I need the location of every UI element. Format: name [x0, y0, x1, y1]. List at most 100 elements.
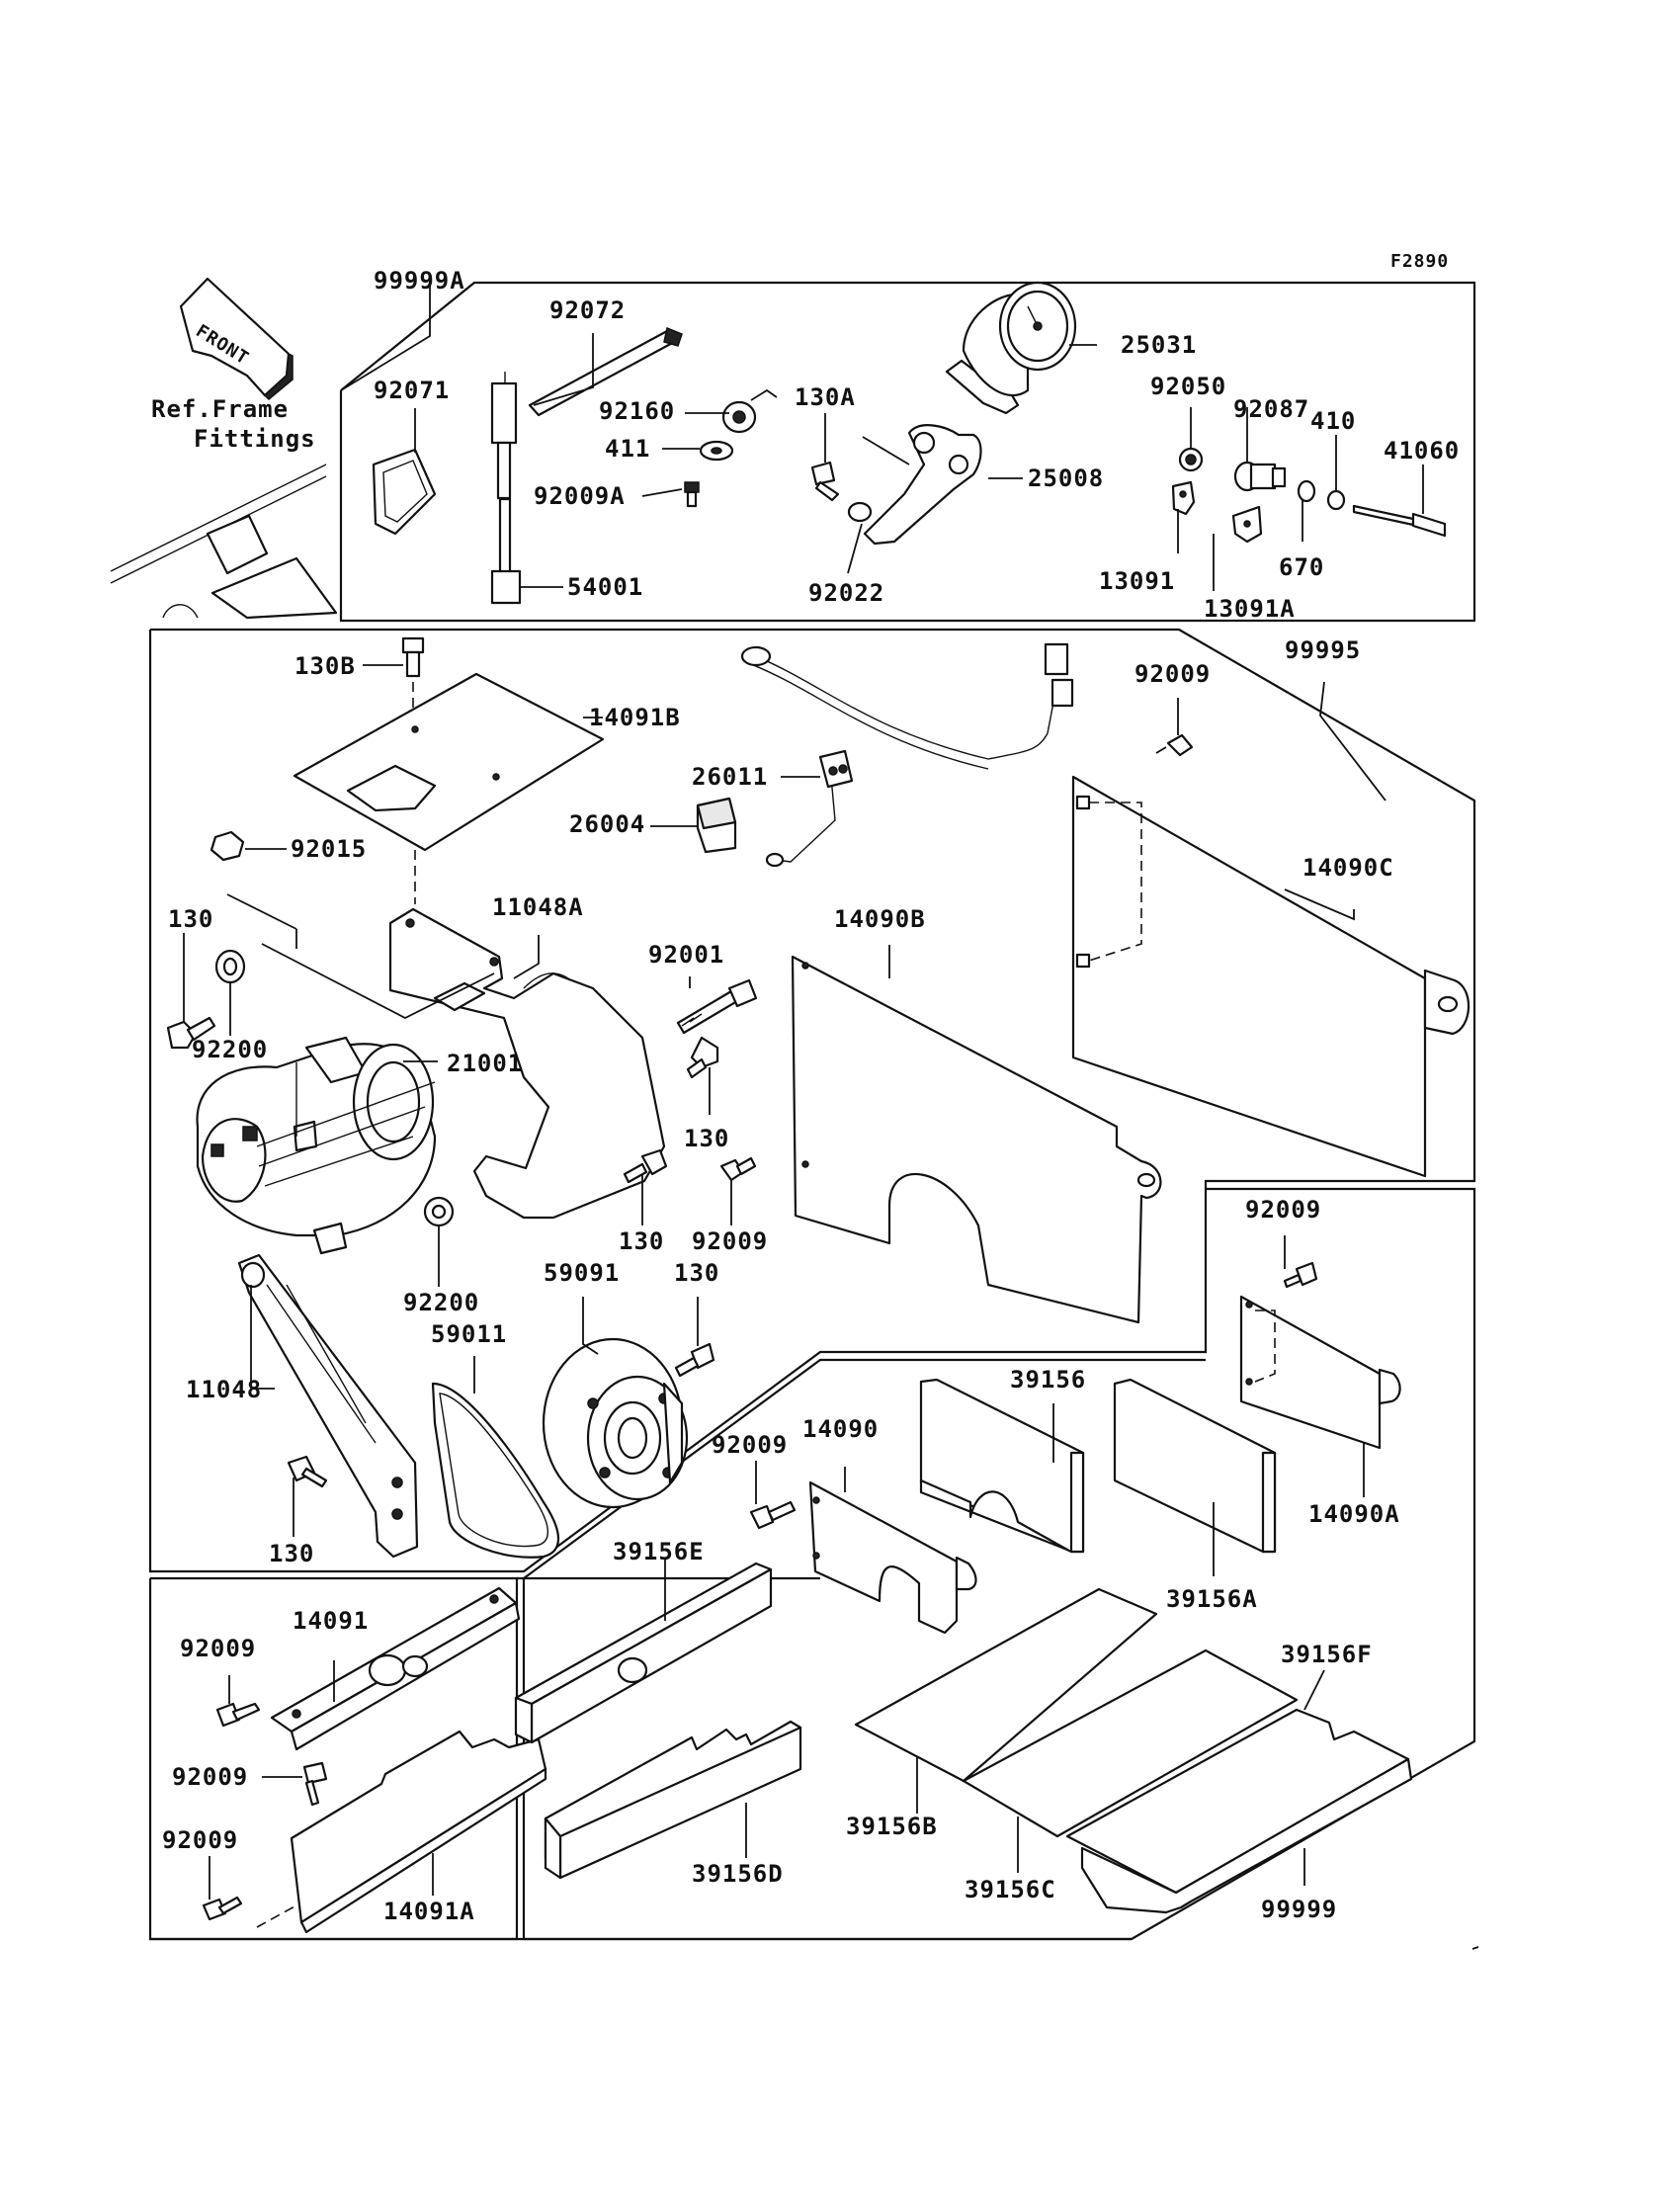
frame-fittings-sketch — [110, 464, 338, 620]
label-670: 670 — [1279, 553, 1324, 581]
label-411: 411 — [605, 435, 650, 463]
part-14090C-panel — [1071, 775, 1470, 1178]
part-92071-grommet — [372, 448, 437, 536]
part-92009-screw-upper — [1155, 733, 1194, 757]
part-92009-screw-lower2 — [302, 1761, 328, 1807]
label-25031: 25031 — [1121, 331, 1197, 359]
part-92087-fitting — [1233, 461, 1287, 492]
part-92001-bolt — [676, 978, 758, 1035]
label-130A: 130A — [795, 383, 856, 411]
part-130-bolt-lower — [623, 1148, 668, 1184]
part-92050-nut — [1178, 447, 1204, 472]
part-26004-connector — [696, 797, 737, 854]
label-14090B: 14090B — [834, 905, 926, 933]
part-21001-alternator — [196, 1036, 437, 1255]
label-92200-b: 92200 — [403, 1289, 479, 1316]
label-14090C: 14090C — [1302, 854, 1394, 882]
label-92022: 92022 — [808, 579, 884, 607]
label-92050: 92050 — [1150, 373, 1226, 400]
label-92009-g: 92009 — [162, 1826, 238, 1854]
part-92009A-screw — [684, 481, 700, 508]
label-39156C: 39156C — [965, 1876, 1056, 1903]
label-130-b: 130 — [684, 1125, 729, 1152]
label-99995: 99995 — [1285, 636, 1361, 664]
part-39156C-sheet — [962, 1648, 1299, 1838]
figure-code: F2890 — [1390, 251, 1449, 272]
label-130-e: 130 — [269, 1540, 314, 1567]
label-11048: 11048 — [186, 1376, 262, 1403]
label-92160: 92160 — [599, 397, 675, 425]
part-92072-cable-tie — [528, 326, 683, 417]
part-59011-belt — [431, 1382, 559, 1559]
part-92200-washer-left — [214, 949, 246, 984]
label-39156F: 39156F — [1281, 1641, 1373, 1668]
part-92009-screw-14090 — [749, 1500, 797, 1530]
part-41060-shaft — [1352, 504, 1447, 538]
label-92001: 92001 — [648, 941, 724, 969]
part-130-bolt-bottom — [287, 1455, 328, 1488]
part-130A-bolt — [810, 461, 840, 502]
label-14091B: 14091B — [589, 704, 681, 731]
part-14090A-panel — [1239, 1295, 1401, 1450]
label-25008: 25008 — [1028, 465, 1104, 492]
part-25031-meter — [945, 281, 1077, 415]
part-92009-screw-lower3 — [202, 1896, 243, 1921]
label-92200-a: 92200 — [192, 1036, 268, 1063]
label-14091: 14091 — [293, 1607, 369, 1635]
label-14091A: 14091A — [383, 1898, 475, 1925]
label-130-c: 130 — [619, 1227, 664, 1255]
label-41060: 41060 — [1384, 437, 1460, 465]
part-14091B-plate — [293, 672, 605, 904]
part-130-bolt-pulley — [674, 1342, 715, 1378]
label-92087: 92087 — [1233, 395, 1309, 423]
part-11048A-bracket — [388, 907, 666, 1220]
part-92009-screw-mid — [719, 1156, 757, 1182]
label-99999A: 99999A — [374, 267, 465, 295]
part-92009-screw-lower1 — [215, 1702, 261, 1728]
label-59091: 59091 — [544, 1259, 620, 1287]
label-130-d: 130 — [674, 1259, 719, 1287]
label-13091A: 13091A — [1204, 595, 1296, 623]
part-26011-harness — [740, 642, 1074, 868]
part-99999-sheet — [1080, 1757, 1413, 1914]
label-92009-f: 92009 — [172, 1763, 248, 1791]
part-14090-panel — [808, 1480, 977, 1635]
label-26004: 26004 — [569, 810, 645, 838]
part-59091-pulley — [542, 1337, 689, 1509]
part-14091-bracket — [270, 1586, 521, 1751]
label-92009-b: 92009 — [692, 1227, 768, 1255]
label-92015: 92015 — [291, 835, 367, 863]
label-92009-a: 92009 — [1134, 660, 1211, 688]
leader-92015-alt — [226, 893, 297, 930]
label-54001: 54001 — [567, 573, 643, 601]
part-410-ring — [1326, 489, 1346, 511]
part-92009-screw-right — [1283, 1261, 1318, 1289]
part-14090B-panel — [791, 955, 1162, 1324]
leader-lines — [183, 279, 1479, 1950]
part-39156D-foam — [544, 1720, 802, 1880]
ref-note-line1: Ref.Frame — [151, 395, 289, 423]
label-26011: 26011 — [692, 763, 768, 791]
part-39156B-sheet — [854, 1587, 1158, 1783]
part-130-bolt-left — [166, 1016, 216, 1050]
part-39156-foam — [919, 1378, 1085, 1554]
part-labels: 99999A 92072 92071 92160 130A 411 92009A… — [162, 267, 1460, 1925]
part-54001-speedo-cable — [490, 372, 522, 605]
label-92009-d: 92009 — [712, 1431, 788, 1459]
ref-note-line2: Fittings — [194, 425, 316, 453]
label-410: 410 — [1310, 407, 1356, 435]
label-130B: 130B — [294, 652, 356, 680]
part-92160-damper — [721, 388, 778, 434]
part-25008-bracket — [862, 424, 982, 546]
part-130-bolt-mid — [686, 1036, 719, 1079]
front-arrow-icon: FRONT — [179, 277, 294, 401]
label-92009-e: 92009 — [180, 1635, 256, 1662]
part-11048-adjuster-bracket — [237, 1253, 419, 1559]
frame-middle-kit — [148, 628, 1476, 1573]
label-39156A: 39156A — [1166, 1585, 1258, 1613]
part-670-ring — [1297, 479, 1316, 503]
label-92009-c: 92009 — [1245, 1196, 1321, 1224]
label-92072: 92072 — [549, 296, 626, 324]
leader-92200 — [261, 943, 495, 1020]
label-21001: 21001 — [447, 1050, 523, 1077]
